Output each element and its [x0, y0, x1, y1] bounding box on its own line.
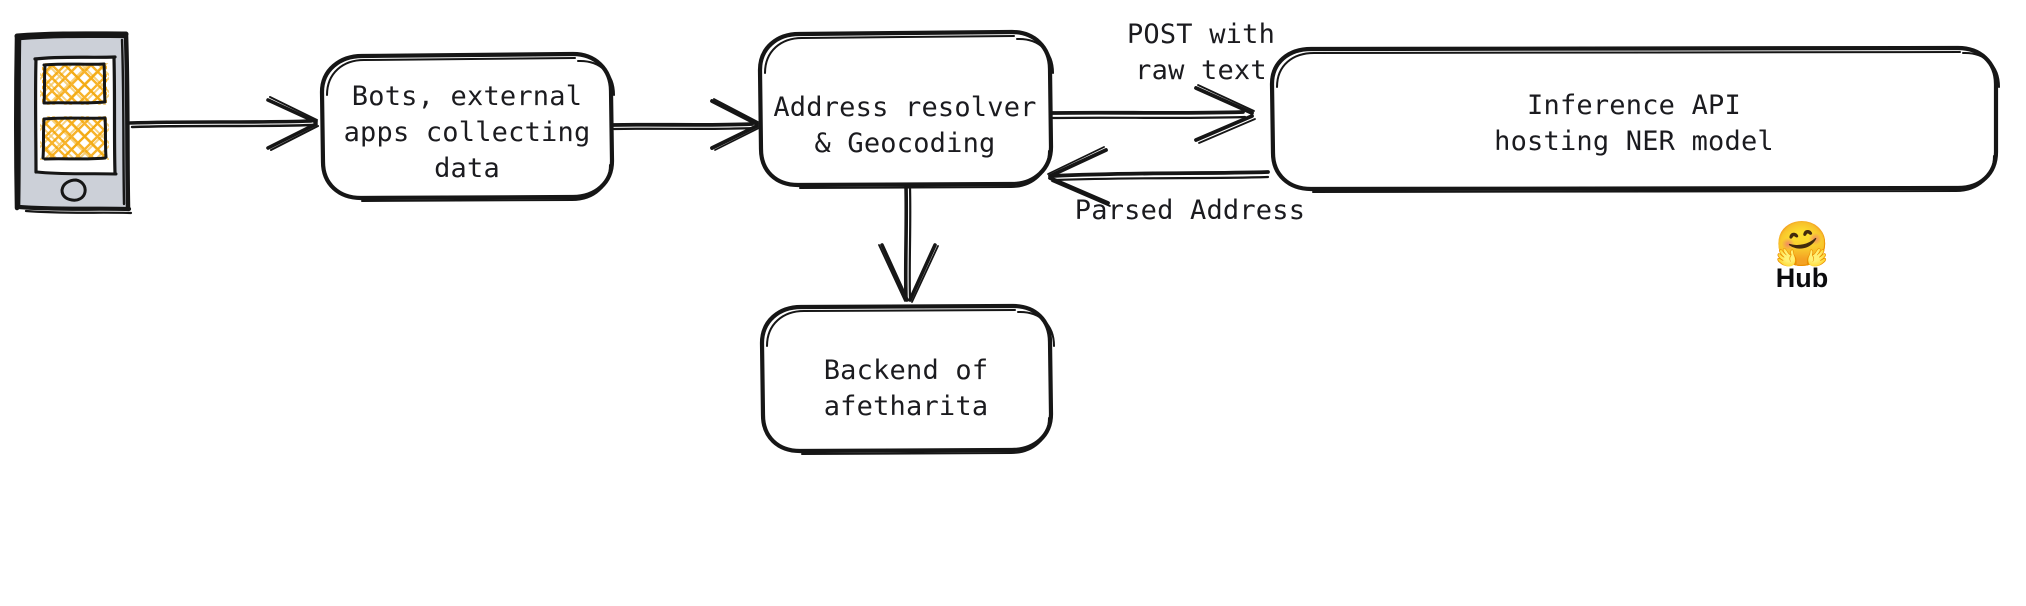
phone-content-block-1 [40, 62, 109, 105]
huggingface-hub-logo: 🤗 Hub [1742, 219, 1862, 293]
edge-inference-to-resolver [1047, 146, 1270, 207]
home-button-icon [60, 178, 87, 202]
node-box-resolver[interactable] [757, 29, 1054, 189]
edge-resolver-to-inference [1050, 84, 1256, 144]
edge-phone-to-bots [128, 96, 319, 151]
edge-label-parsed-address: Parsed Address [1074, 195, 1306, 226]
node-box-inference[interactable] [1269, 45, 2000, 193]
node-box-backend[interactable] [759, 303, 1055, 455]
edge-label-post-with-raw-text: POST with raw text [1126, 19, 1276, 86]
node-box-bots[interactable] [319, 51, 615, 202]
mobile-phone-icon [14, 31, 133, 215]
edge-bots-to-resolver [611, 98, 760, 151]
edge-resolver-to-backend [878, 184, 939, 303]
hugging-face-emoji-icon: 🤗 [1774, 219, 1830, 270]
hub-label: Hub [1775, 263, 1829, 293]
phone-content-block-2 [40, 116, 109, 161]
